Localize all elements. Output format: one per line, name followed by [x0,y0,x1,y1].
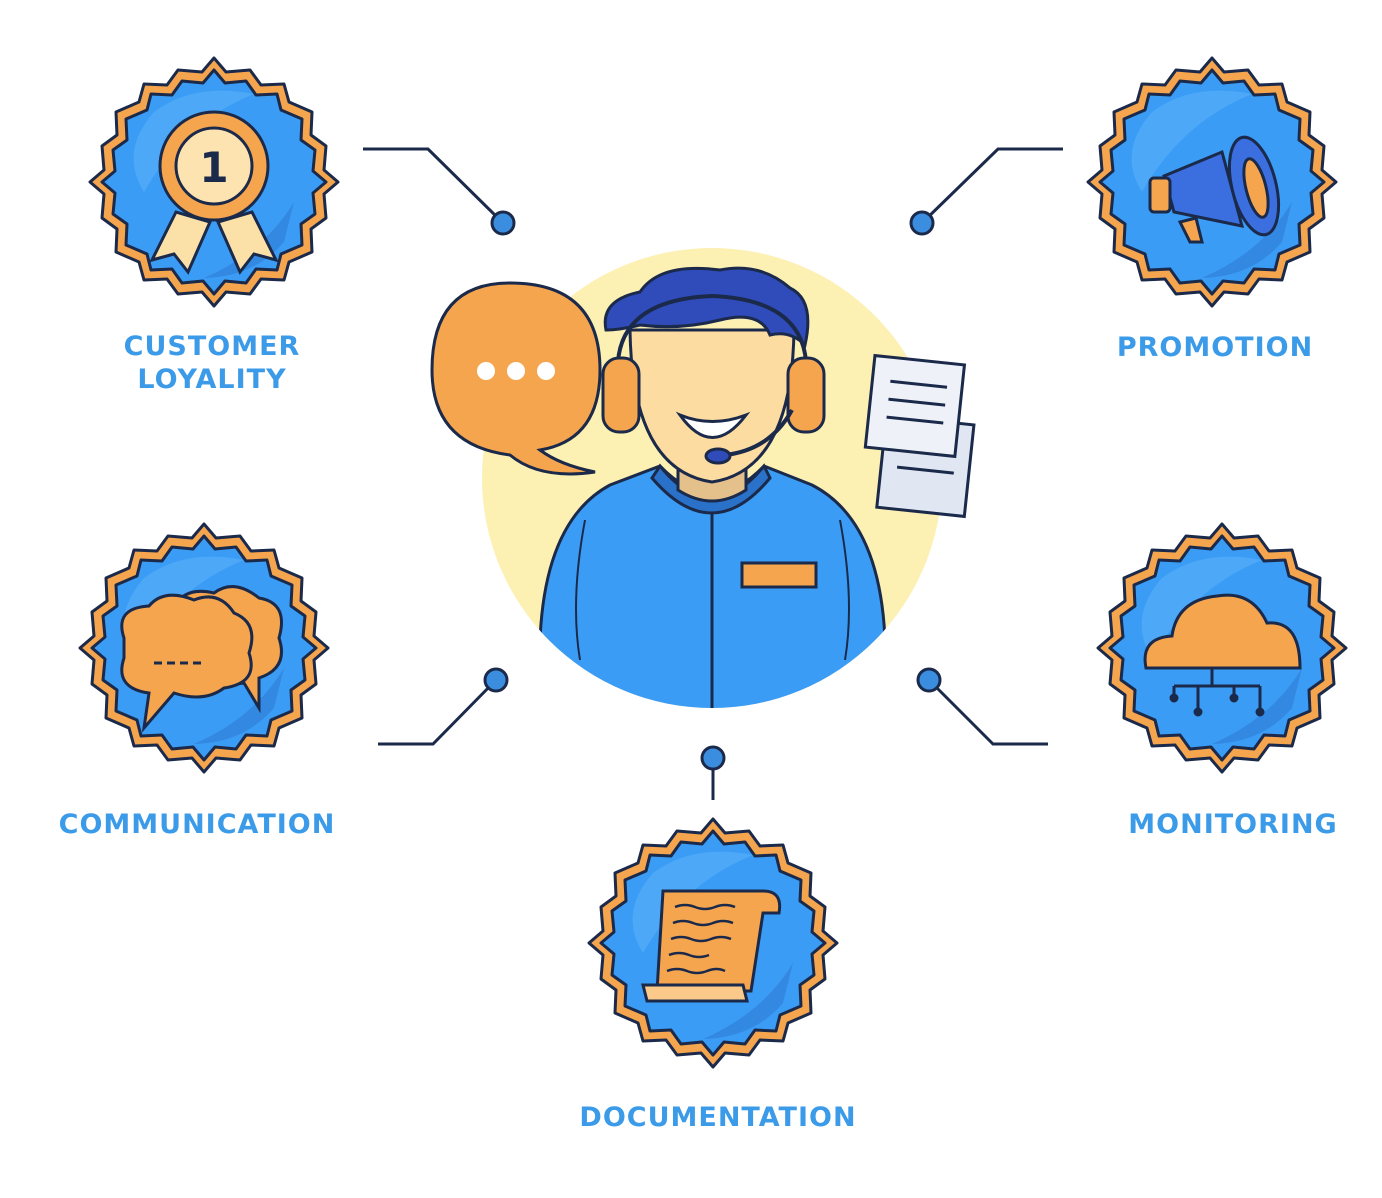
label-line: CUSTOMER [123,331,301,362]
node-communication-gear [78,522,330,774]
connector-dots [483,210,942,771]
cloud-network-icon [1143,593,1302,717]
label-customer-loyality: CUSTOMER LOYALITY [112,330,312,396]
label-line: COMMUNICATION [58,809,336,840]
node-customer-loyality-gear: 1 [88,56,340,308]
support-agent-illustration [430,248,976,708]
label-documentation: DOCUMENTATION [568,1101,868,1134]
badge-number: 1 [199,143,228,192]
node-monitoring-gear [1096,522,1348,774]
connectors [363,147,1063,800]
label-communication: COMMUNICATION [52,808,342,841]
label-monitoring: MONITORING [1118,808,1348,841]
speech-clouds-icon [120,585,283,733]
scroll-document-icon [641,889,782,1003]
node-promotion-gear [1086,56,1338,308]
label-line: PROMOTION [1116,332,1314,363]
megaphone-icon [1148,135,1281,244]
award-ribbon-icon: 1 [149,110,279,275]
label-line: DOCUMENTATION [579,1102,857,1133]
node-documentation-gear [587,817,839,1069]
label-promotion: PROMOTION [1100,331,1330,364]
label-line: LOYALITY [137,364,287,395]
label-line: MONITORING [1128,809,1338,840]
